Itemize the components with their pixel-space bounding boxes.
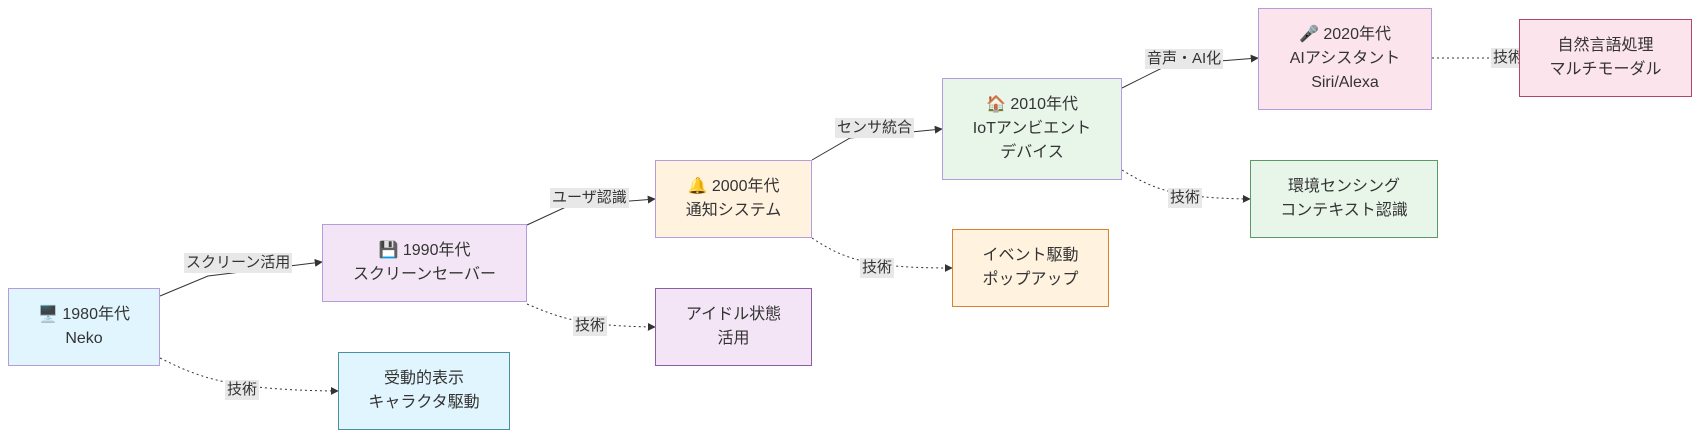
tech-edge-1980	[159, 357, 339, 395]
computer-icon: 🖥️	[38, 306, 58, 323]
tech-line1: 受動的表示	[383, 370, 464, 387]
node-2000-notification: 🔔 2000年代 通知システム	[655, 160, 812, 238]
tech-node-1990: アイドル状態 活用	[655, 288, 812, 366]
edge-label-screen-use: スクリーン活用	[184, 253, 293, 273]
floppy-disk-icon: 💾	[378, 242, 399, 259]
tech-node-1980: 受動的表示 キャラクタ駆動	[338, 352, 510, 430]
node-name: AIアシスタント	[1289, 50, 1401, 67]
tech-line2: 活用	[717, 330, 750, 347]
tech-line1: 自然言語処理	[1557, 37, 1654, 54]
edge-label-tech: 技術	[1168, 188, 1203, 208]
bell-icon: 🔔	[687, 178, 708, 195]
era-2000-title: 🔔 2000年代	[687, 178, 780, 195]
node-name: Neko	[65, 330, 103, 347]
node-name: 通知システム	[685, 202, 782, 219]
era-1980-title: 🖥️ 1980年代	[38, 306, 130, 323]
tech-line2: コンテキスト認識	[1280, 202, 1408, 219]
node-name-line2: デバイス	[1000, 144, 1064, 161]
node-name: スクリーンセーバー	[352, 266, 497, 283]
house-icon: 🏠	[986, 96, 1006, 113]
edge-label-tech: 技術	[225, 380, 260, 400]
edge-label-voice-ai: 音声・AI化	[1145, 49, 1224, 69]
node-name: IoTアンビエント	[972, 120, 1092, 137]
node-1980-neko: 🖥️ 1980年代 Neko	[8, 288, 160, 366]
tech-edge-2010	[1121, 169, 1251, 203]
tech-line1: アイドル状態	[685, 306, 782, 323]
tech-line1: 環境センシング	[1287, 178, 1400, 195]
era-2020-title: 🎤 2020年代	[1299, 26, 1391, 43]
edge-label-tech: 技術	[1491, 48, 1526, 68]
node-name-line2: Siri/Alexa	[1311, 74, 1379, 91]
microphone-icon: 🎤	[1299, 26, 1319, 43]
tech-line1: イベント駆動	[982, 247, 1079, 264]
era-1990-title: 💾 1990年代	[378, 242, 471, 259]
tech-line2: マルチモーダル	[1549, 61, 1662, 78]
tech-node-2000: イベント駆動 ポップアップ	[952, 229, 1109, 307]
tech-line2: キャラクタ駆動	[368, 394, 480, 411]
node-1990-screensaver: 💾 1990年代 スクリーンセーバー	[322, 224, 527, 302]
edge-label-sensor-integration: センサ統合	[835, 118, 915, 138]
edge-label-user-recognition: ユーザ認識	[550, 188, 629, 208]
era-2010-title: 🏠 2010年代	[986, 96, 1078, 113]
tech-line2: ポップアップ	[982, 271, 1079, 288]
node-2020-ai-assistant: 🎤 2020年代 AIアシスタント Siri/Alexa	[1258, 8, 1432, 110]
tech-node-2020: 自然言語処理 マルチモーダル	[1519, 19, 1692, 97]
edge-label-tech: 技術	[860, 258, 895, 278]
edge-label-tech: 技術	[573, 316, 608, 336]
node-2010-iot: 🏠 2010年代 IoTアンビエント デバイス	[942, 78, 1122, 180]
tech-node-2010: 環境センシング コンテキスト認識	[1250, 160, 1438, 238]
